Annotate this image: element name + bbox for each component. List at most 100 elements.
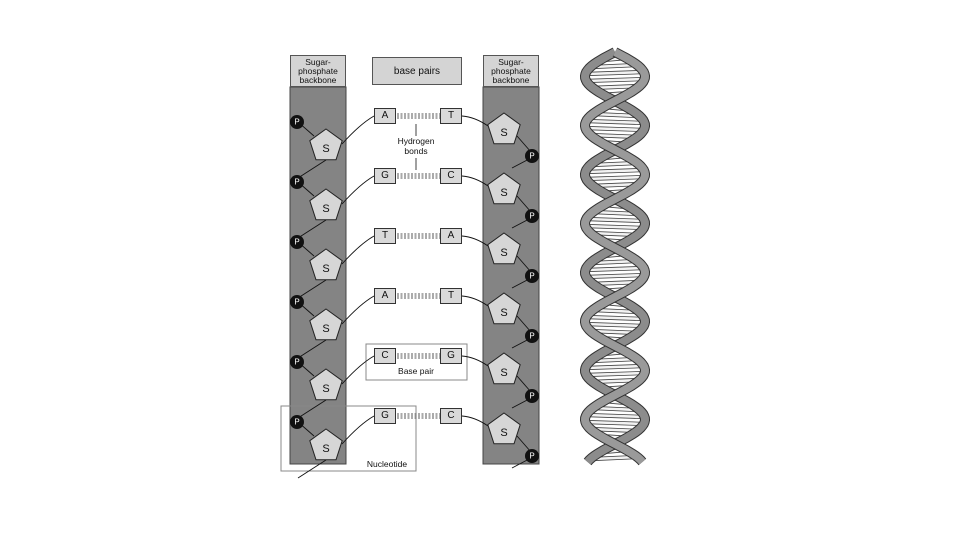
left-sugar-base-link [341,355,375,385]
left-sugar-pentagon [309,128,343,161]
helix-base-pair-rung-fill [586,266,644,272]
right-sugar-symbol: S [500,187,507,199]
left-phosphate-circle [290,295,304,309]
left-sugar-base-link [341,175,375,205]
left-sugar-phosphate-link [297,459,327,479]
right-sugar-pentagon [487,292,521,325]
left-sugar-symbol: S [322,383,329,395]
left-sugar-pentagon [309,188,343,221]
left-sugar-symbol: S [322,323,329,335]
helix-base-pair-rung-fill [586,364,644,370]
helix-base-pair-rung-fill [586,413,644,419]
right-sugar-phosphate-link [516,315,532,333]
left-phosphate-circle [290,235,304,249]
right-sugar-phosphate-link [516,135,532,153]
left-base-box: A [374,108,396,124]
left-sugar-base-link [341,235,375,265]
left-sugar-pentagon [309,308,343,341]
right-phosphate-circle [525,329,539,343]
left-sugar-base-link [341,295,375,325]
helix-base-pair-rung-fill [585,77,645,83]
left-base-box: G [374,408,396,424]
right-phosphate-symbol: P [529,452,534,461]
right-phosphate-symbol: P [529,392,534,401]
right-base-box: C [440,168,462,184]
nucleotide-outline [280,405,417,472]
left-base-box: T [374,228,396,244]
right-sugar-base-link [461,235,489,247]
right-sugar-base-link [461,175,489,187]
left-base-box: G [374,168,396,184]
helix-base-pair-rung-fill [585,420,645,426]
helix-base-pair-rung-fill [586,217,644,223]
right-sugar-phosphate-link [516,195,532,213]
base-pairs-label: base pairs [393,65,441,77]
right-base-box: G [440,348,462,364]
right-sugar-symbol: S [500,427,507,439]
left-phosphate-circle [290,415,304,429]
helix-base-pair-rung-fill [585,322,645,328]
right-base-box: T [440,288,462,304]
left-sugar-phosphate-link [297,339,327,359]
left-base-box: C [374,348,396,364]
right-sugar-symbol: S [500,247,507,259]
right-phosphate-circle [525,389,539,403]
right-sugar-symbol: S [500,307,507,319]
left-sugar-phosphate-link [297,279,327,299]
hydrogen-bonds-label: Hydrogen bonds [397,136,435,156]
right-base-box: A [440,228,462,244]
left-sugar-symbol: S [322,143,329,155]
right-sugar-pentagon [487,352,521,385]
helix-base-pair-rung-fill [586,168,644,174]
left-sugar-pentagon [309,368,343,401]
helix-base-pair-rung-fill [585,371,645,377]
right-sugar-phosphate-link [516,255,532,273]
nucleotide-label: Nucleotide [366,459,408,469]
right-sugar-base-link [461,415,489,427]
right-phosphate-circle [525,209,539,223]
helix-base-pair-rung-fill [585,224,645,230]
left-phosphate-symbol: P [294,298,299,307]
helix-base-pair-rung-fill [585,273,645,279]
left-phosphate-circle [290,175,304,189]
right-sugar-base-link [461,295,489,307]
right-sugar-base-link [461,115,489,127]
left-phosphate-symbol: P [294,238,299,247]
helix-base-pair-rung-fill [585,126,645,132]
right-sugar-phosphate-link [516,435,532,453]
left-sugar-symbol: S [322,203,329,215]
right-phosphate-symbol: P [529,152,534,161]
double-helix-group [579,47,651,466]
base-pair-outline [365,343,468,381]
right-sugar-pentagon [487,412,521,445]
right-phosphate-circle [525,449,539,463]
right-sugar-pentagon [487,112,521,145]
base-pair-label: Base pair [398,366,434,376]
left-sugar-phosphate-link [297,399,327,419]
left-phosphate-circle [290,355,304,369]
left-phosphate-symbol: P [294,178,299,187]
right-sugar-phosphate-link [516,375,532,393]
left-sugar-phosphate-link [297,219,327,239]
left-phosphate-circle [290,115,304,129]
right-base-box: C [440,408,462,424]
right-phosphate-circle [525,269,539,283]
right-phosphate-symbol: P [529,332,534,341]
right-sugar-symbol: S [500,127,507,139]
left-sugar-base-link [341,115,375,145]
left-backbone-label: Sugar- phosphate backbone [298,56,338,85]
right-phosphate-symbol: P [529,212,534,221]
left-base-box: A [374,288,396,304]
left-phosphate-symbol: P [294,418,299,427]
left-phosphate-symbol: P [294,118,299,127]
right-sugar-pentagon [487,172,521,205]
helix-base-pair-rung-fill [586,119,644,125]
helix-base-pair-rung-fill [586,315,644,321]
left-sugar-phosphate-link [297,159,327,179]
left-sugar-base-link [341,415,375,445]
left-backbone-header: Sugar- phosphate backbone [290,55,346,87]
right-base-box: T [440,108,462,124]
left-phosphate-symbol: P [294,358,299,367]
left-sugar-pentagon [309,248,343,281]
